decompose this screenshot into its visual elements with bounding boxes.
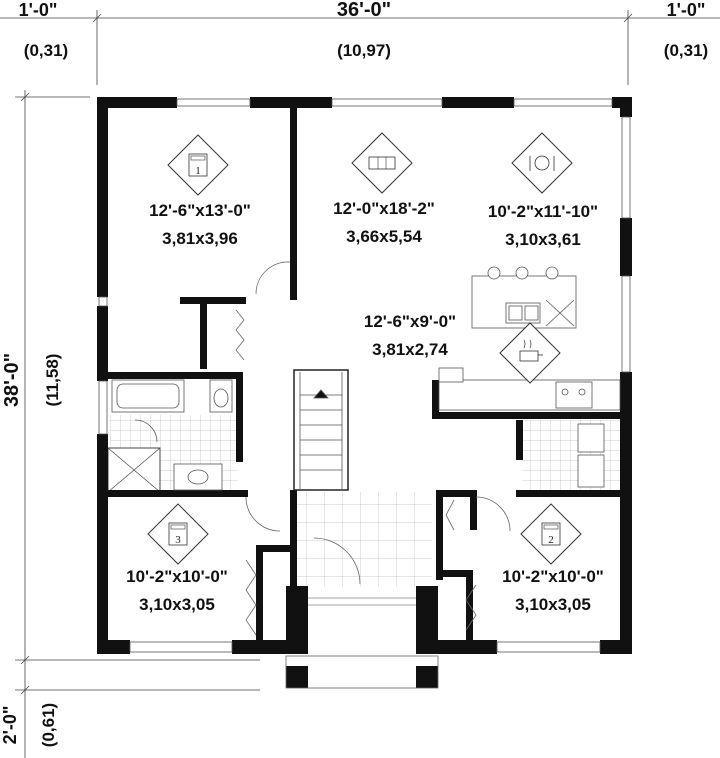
bedroom-1-number: 1 [195, 165, 201, 177]
dining-size-imperial: 10'-2"x11'-10" [488, 202, 598, 221]
dim-top-right: 1'-0" [667, 0, 706, 20]
dim-left-side: 38'-0" [1, 353, 23, 407]
bedroom-3-size-imperial: 10'-2"x10'-0" [126, 567, 228, 586]
dim-top-center-metric: (10,97) [337, 41, 391, 60]
staircase [293, 369, 349, 491]
dining-size-metric: 3,10x3,61 [505, 230, 581, 249]
kitchen-icon [499, 322, 561, 384]
bedroom-2-size-metric: 3,10x3,05 [515, 595, 591, 614]
bedroom-2-size-imperial: 10'-2"x10'-0" [502, 567, 604, 586]
living-sofa-icon [351, 132, 413, 194]
dim-left-side-metric: (11,58) [43, 354, 62, 407]
bedroom-2-number: 2 [548, 534, 554, 546]
dim-bottom-left-metric: (0,61) [39, 703, 58, 747]
dim-top-left: 1'-0" [19, 0, 58, 20]
bedroom-3-size-metric: 3,10x3,05 [139, 595, 215, 614]
dim-top-right-metric: (0,31) [664, 41, 708, 60]
kitchen-size-metric: 3,81x2,74 [372, 340, 448, 359]
dimension-lines [0, 10, 720, 758]
bedroom-1-size-imperial: 12'-6"x13'-0" [149, 201, 251, 220]
tile-floors [107, 415, 620, 587]
bedroom-1-bed-icon: 1 [167, 134, 229, 196]
bedroom-2-bed-icon: 2 [520, 503, 582, 565]
bedroom-1-size-metric: 3,81x3,96 [162, 229, 238, 248]
living-size-imperial: 12'-0"x18'-2" [333, 199, 435, 218]
bedroom-3-bed-icon: 3 [147, 503, 209, 565]
dining-icon [511, 132, 573, 194]
bath-fixtures [111, 379, 605, 491]
kitchen-size-imperial: 12'-6"x9'-0" [364, 312, 456, 331]
windows [98, 98, 631, 653]
dim-top-left-metric: (0,31) [24, 41, 68, 60]
living-size-metric: 3,66x5,54 [346, 227, 422, 246]
closets-and-doors [134, 261, 511, 689]
dim-bottom-left: 2'-0" [0, 706, 20, 745]
bedroom-3-number: 3 [175, 534, 181, 546]
kitchen-fixtures [438, 266, 621, 411]
walls [97, 97, 632, 688]
dim-top-center: 36'-0" [337, 0, 391, 21]
